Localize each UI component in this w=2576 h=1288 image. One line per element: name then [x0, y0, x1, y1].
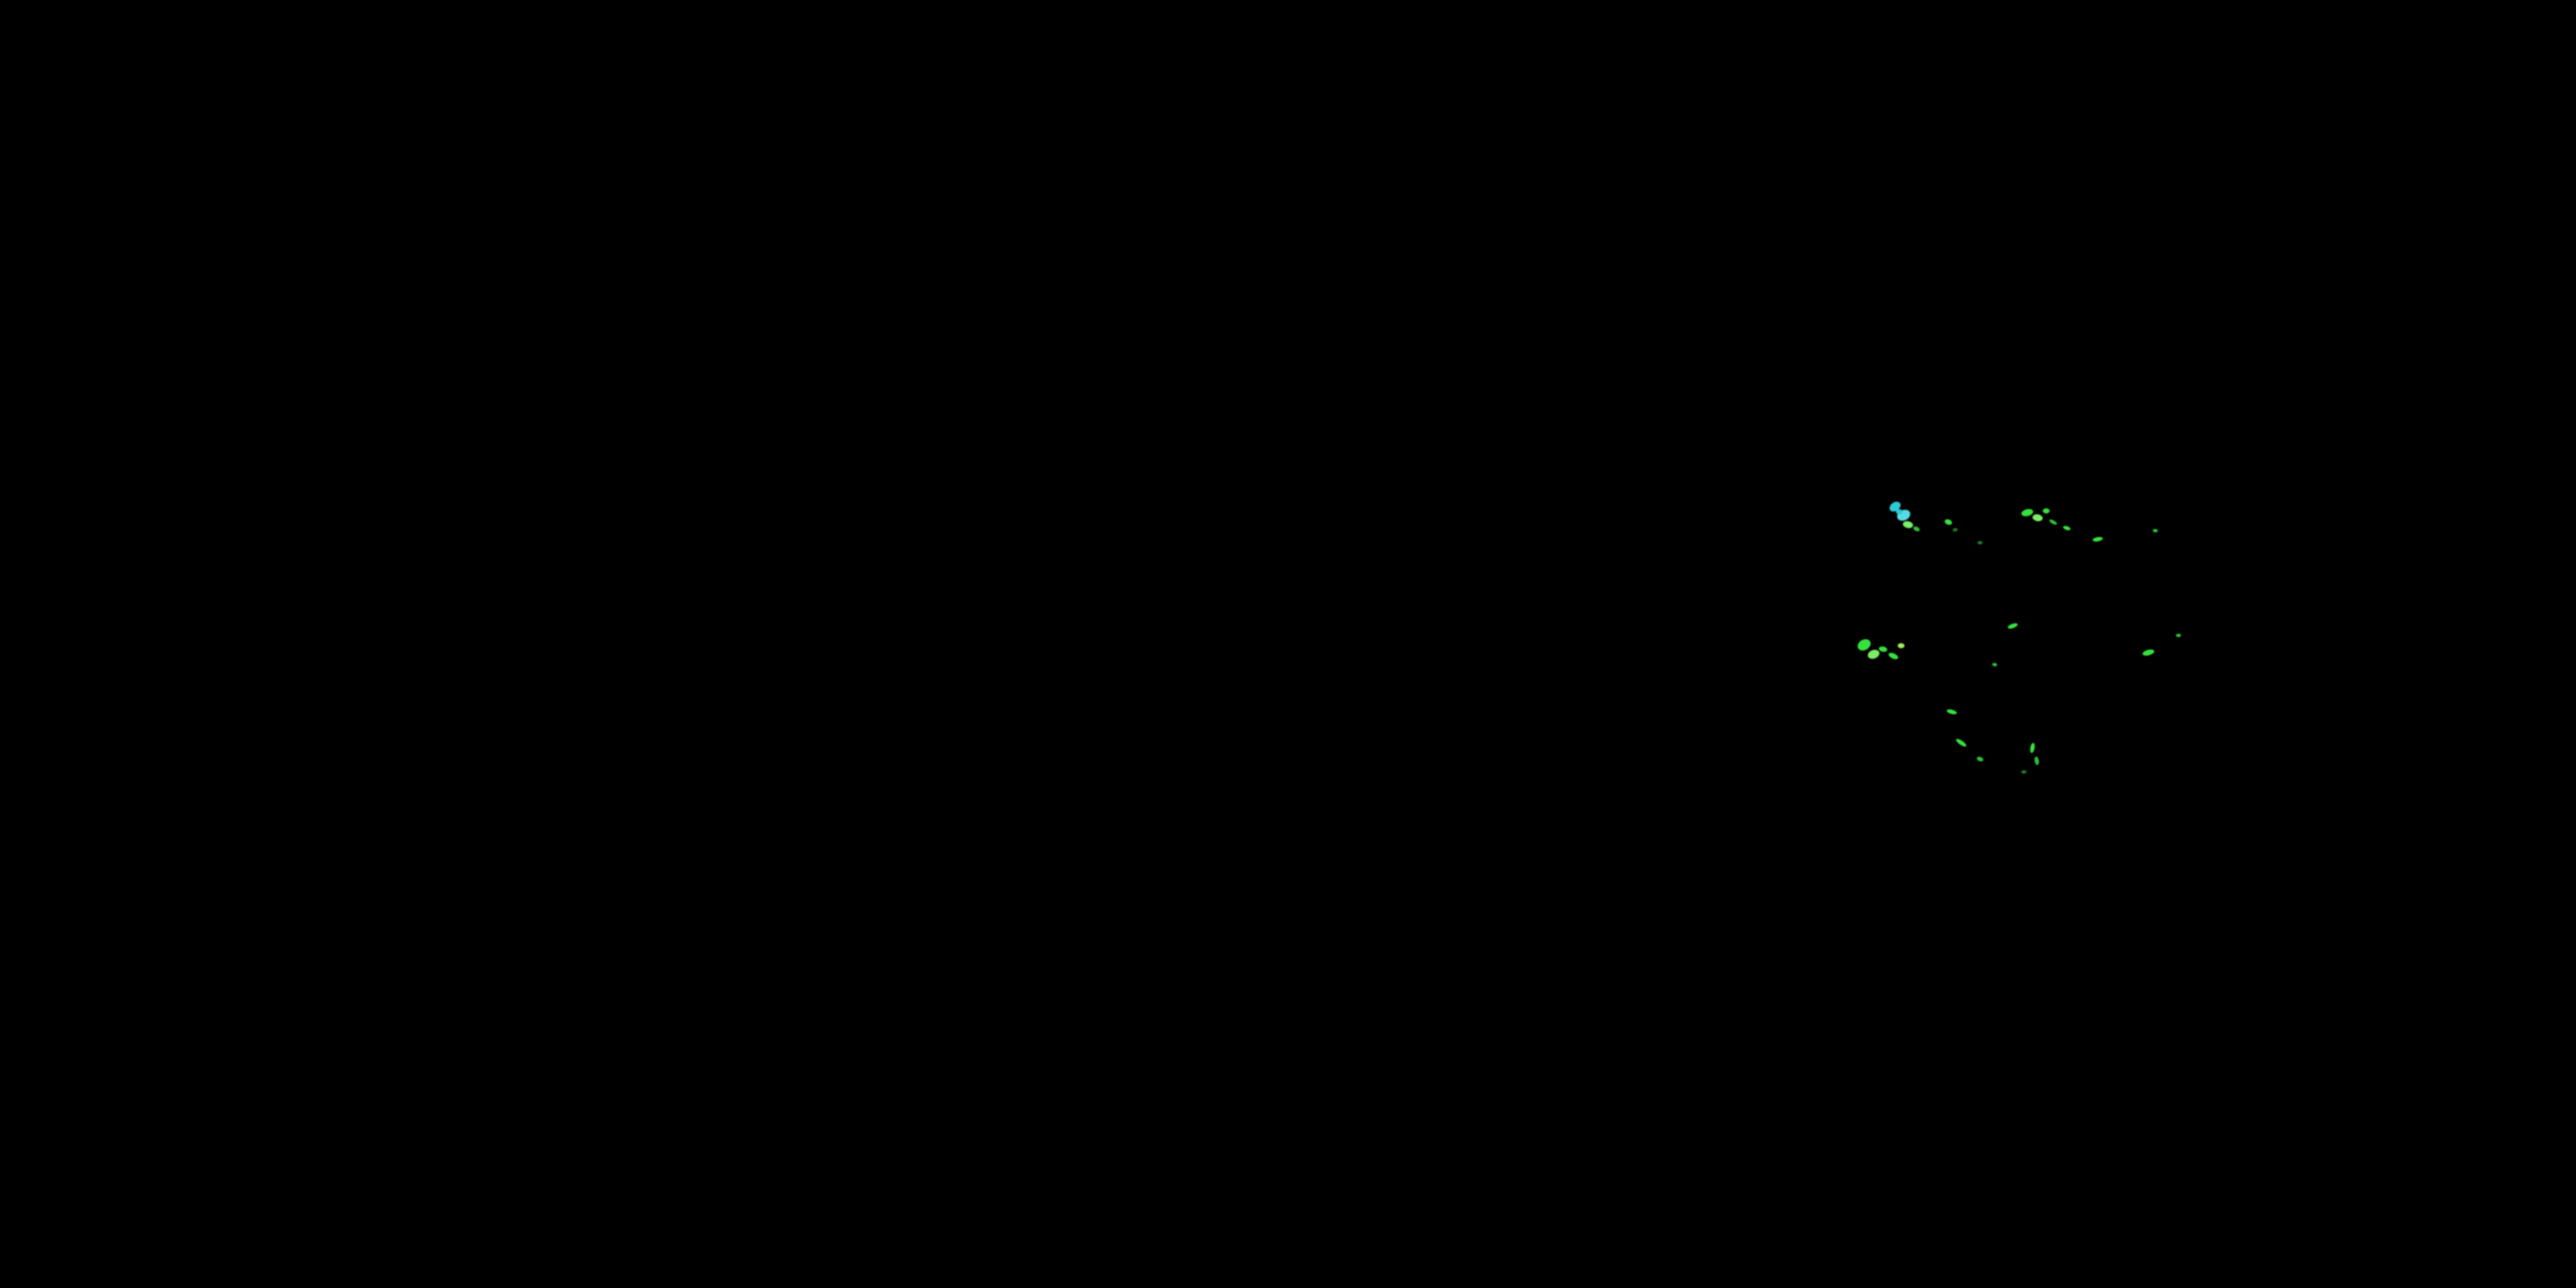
blob [2093, 537, 2103, 542]
blob [1956, 738, 1966, 747]
blob [1857, 639, 1871, 651]
blob [2030, 743, 2035, 753]
blob [2008, 623, 2018, 629]
blob [2032, 513, 2043, 522]
blob [1947, 709, 1957, 714]
blob [1889, 501, 1901, 512]
blob [1898, 643, 1905, 648]
blob [1896, 509, 1903, 514]
blob [1868, 649, 1880, 659]
blob [1888, 653, 1899, 659]
blob [1944, 519, 1953, 526]
blob [2176, 634, 2181, 637]
blob [2142, 649, 2154, 656]
blob [2021, 770, 2026, 774]
blob [2049, 519, 2057, 526]
blob-layer [1857, 501, 2181, 774]
blob [1903, 520, 1913, 529]
blob [1879, 646, 1887, 653]
blob [1978, 541, 1983, 544]
blob [2021, 508, 2033, 517]
blob [2153, 529, 2158, 532]
blob [1992, 662, 1997, 667]
blob [1977, 756, 1984, 762]
blob [1913, 526, 1920, 532]
blob [1953, 527, 1958, 532]
blob [2043, 508, 2050, 513]
blob [2063, 526, 2071, 531]
blob [2034, 756, 2039, 765]
